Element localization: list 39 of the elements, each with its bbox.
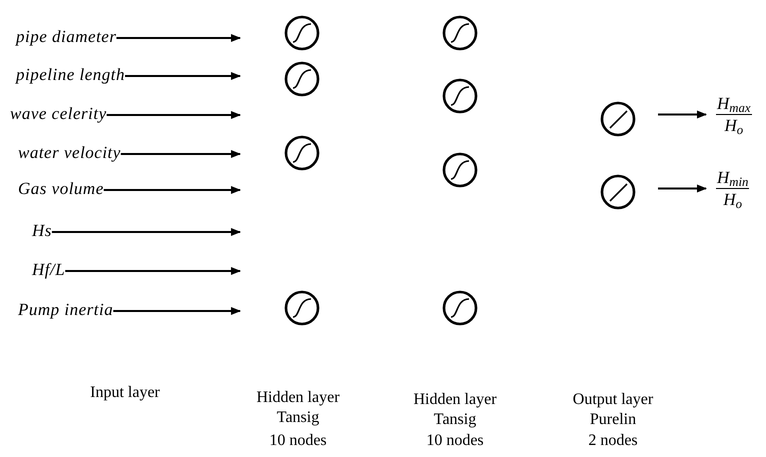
arrow — [52, 228, 241, 236]
denominator-text: H$_{o}$ — [723, 115, 744, 136]
arrow — [658, 110, 707, 118]
arrow — [113, 307, 241, 315]
arrow — [106, 111, 241, 119]
input-label: pipeline length — [16, 62, 126, 88]
layer-caption: Hidden layer Tansig — [412, 390, 498, 430]
numerator-text: H$_{min}$ — [716, 167, 750, 189]
layer-caption: Hidden layer Tansig — [255, 388, 341, 428]
input-label: pipe diameter — [16, 24, 116, 50]
sigmoid-neuron-circle — [284, 61, 320, 97]
layer-caption: 10 nodes — [268, 431, 328, 451]
input-label: water velocity — [18, 140, 121, 166]
layer-caption: 10 nodes — [425, 431, 485, 451]
input-label: Pump inertia — [18, 297, 114, 323]
arrow — [104, 186, 241, 194]
arrow — [116, 34, 241, 42]
sigmoid-neuron-circle — [284, 15, 320, 51]
numerator-text: H$_{max}$ — [716, 93, 752, 115]
arrow — [658, 184, 707, 192]
linear-neuron-circle — [600, 174, 636, 210]
sigmoid-neuron-circle — [442, 290, 478, 326]
layer-caption: Input layer — [89, 383, 161, 403]
sigmoid-neuron-circle — [442, 15, 478, 51]
input-label: wave celerity — [10, 101, 107, 127]
denominator-text: H$_{o}$ — [722, 189, 744, 210]
layer-caption: Output layer Purelin — [572, 390, 654, 430]
input-label: Hf/L — [32, 257, 66, 283]
sigmoid-neuron-circle — [284, 135, 320, 171]
input-label: Gas volume — [18, 176, 104, 202]
arrow — [65, 267, 241, 275]
layer-caption: 2 nodes — [587, 431, 639, 451]
arrow — [120, 150, 241, 158]
sigmoid-neuron-circle — [284, 290, 320, 326]
sigmoid-neuron-circle — [442, 152, 478, 188]
arrow — [125, 72, 241, 80]
sigmoid-neuron-circle — [442, 78, 478, 114]
input-label: Hs — [32, 218, 52, 244]
linear-neuron-circle — [600, 101, 636, 137]
